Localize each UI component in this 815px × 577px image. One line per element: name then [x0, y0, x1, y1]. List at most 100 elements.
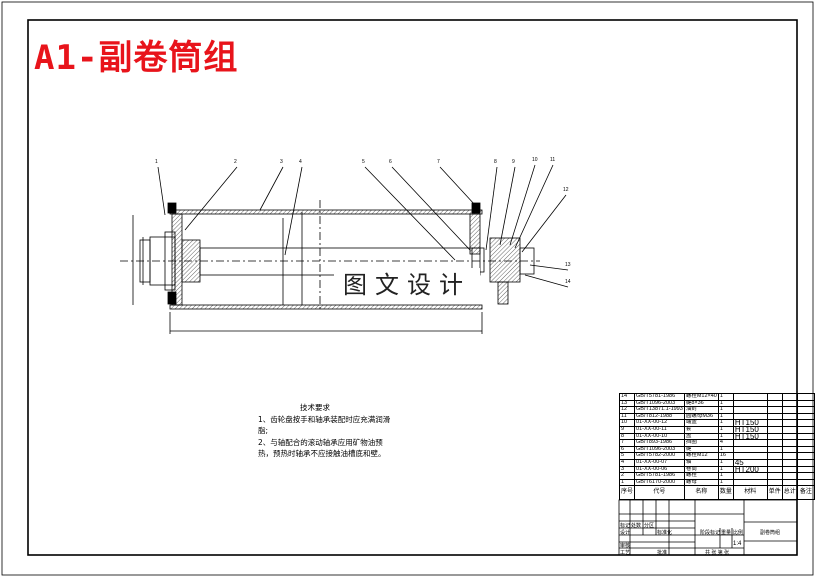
- tb-count: 处数: [631, 523, 642, 529]
- requirement-line: 2、与轴配合的滚动轴承应用矿物油预: [258, 437, 383, 447]
- part-qty: 1: [717, 465, 734, 474]
- tb-standard: 标准化: [657, 530, 673, 536]
- weight-total: [781, 452, 798, 460]
- part-no: 11: [618, 412, 636, 421]
- tb-design: 设计: [620, 530, 631, 536]
- part-qty: 1: [717, 425, 734, 434]
- part-code: GB/T1096-2003: [634, 399, 685, 408]
- tb-approve: 批准: [657, 550, 668, 556]
- weight-single: [766, 458, 783, 467]
- part-material: [732, 412, 768, 421]
- part-code: GB/T812-1988: [634, 412, 685, 421]
- header-no: 序号: [618, 485, 636, 501]
- part-qty: 1: [717, 419, 734, 427]
- tb-review: 审核: [620, 543, 631, 549]
- remark: [796, 458, 815, 467]
- weight-single: [766, 419, 783, 427]
- part-name: 套: [683, 425, 719, 434]
- remark: [796, 478, 815, 487]
- part-name: 螺母: [683, 478, 719, 487]
- balloon-label: 12: [563, 187, 569, 193]
- title-block-lines: [618, 499, 798, 556]
- part-code: 01-XX-00-06: [634, 465, 685, 474]
- part-name: 轴: [683, 458, 719, 467]
- balloon-label: 6: [389, 159, 392, 165]
- balloon-label: 10: [532, 157, 538, 163]
- weight-single: [766, 445, 783, 454]
- watermark: 图文设计: [334, 268, 480, 302]
- part-qty: 1: [717, 412, 734, 421]
- part-qty: 1: [717, 406, 734, 414]
- tb-scale-label: 比例: [733, 530, 744, 536]
- part-material: [732, 478, 768, 487]
- remark: [796, 419, 815, 427]
- weight-total: [781, 399, 798, 408]
- balloon-label: 14: [565, 279, 571, 285]
- part-no: 4: [618, 458, 636, 467]
- part-material: [732, 439, 768, 447]
- header-weight-total: 总计: [781, 485, 798, 501]
- requirement-line: 热，预热时轴承不应接触油槽底和壁。: [258, 449, 386, 458]
- part-no: 9: [618, 425, 636, 434]
- remark: [796, 406, 815, 414]
- part-no: 6: [618, 445, 636, 454]
- part-code: 01-XX-00-12: [634, 419, 685, 427]
- remark: [796, 452, 815, 460]
- header-code: 代号: [634, 485, 685, 501]
- part-qty: 1: [717, 445, 734, 454]
- balloon-label: 3: [280, 159, 283, 165]
- part-code: 01-XX-00-07: [634, 458, 685, 467]
- part-name: 键8×36: [683, 399, 719, 408]
- weight-single: [766, 399, 783, 408]
- weight-single: [766, 478, 783, 487]
- weight-total: [781, 472, 798, 480]
- tb-scale: 1:4: [733, 541, 742, 547]
- part-code: GB/T13871.1-1993: [634, 406, 685, 414]
- technical-requirements: 技术要求 1、齿轮盘按手和轴承装配时应充满润滑 脂; 2、与轴配合的滚动轴承应用…: [258, 402, 468, 460]
- weight-total: [781, 432, 798, 441]
- weight-total: [781, 458, 798, 467]
- part-code: 01-XX-00-11: [634, 425, 685, 434]
- balloon-label: 7: [437, 159, 440, 165]
- balloon-label: 11: [550, 157, 556, 163]
- part-no: 8: [618, 432, 636, 441]
- balloon-label: 2: [234, 159, 237, 165]
- part-name: 卷筒: [683, 465, 719, 474]
- part-no: 13: [618, 399, 636, 408]
- part-name: 盖: [683, 432, 719, 441]
- tb-process: 工艺: [620, 550, 631, 556]
- remark: [796, 425, 815, 434]
- part-code: GB/T6170-2000: [634, 478, 685, 487]
- tb-file: 分区: [644, 523, 655, 529]
- part-name: 螺栓M12: [683, 452, 719, 460]
- remark: [796, 432, 815, 441]
- weight-total: [781, 419, 798, 427]
- part-material: [732, 472, 768, 480]
- part-name: 圆螺母M36: [683, 412, 719, 421]
- requirements-heading: 技术要求: [300, 403, 330, 412]
- weight-total: [781, 478, 798, 487]
- requirement-line: 1、齿轮盘按手和轴承装配时应充满润滑: [258, 414, 391, 424]
- header-qty: 数量: [717, 485, 734, 501]
- remark: [796, 393, 815, 401]
- part-code: GB/T893-1986: [634, 439, 685, 447]
- part-material: HT150: [732, 419, 768, 427]
- part-no: 14: [618, 393, 636, 401]
- part-material: 45: [732, 458, 768, 467]
- tb-drawing-name: 副卷筒组: [760, 530, 781, 536]
- part-name: 挡圈: [683, 439, 719, 447]
- tb-sheet: 共 张 第 张: [705, 550, 730, 556]
- remark: [796, 412, 815, 421]
- part-name: 端盖: [683, 419, 719, 427]
- weight-single: [766, 472, 783, 480]
- inner-frame: [27, 19, 798, 556]
- weight-single: [766, 439, 783, 447]
- part-material: [732, 393, 768, 401]
